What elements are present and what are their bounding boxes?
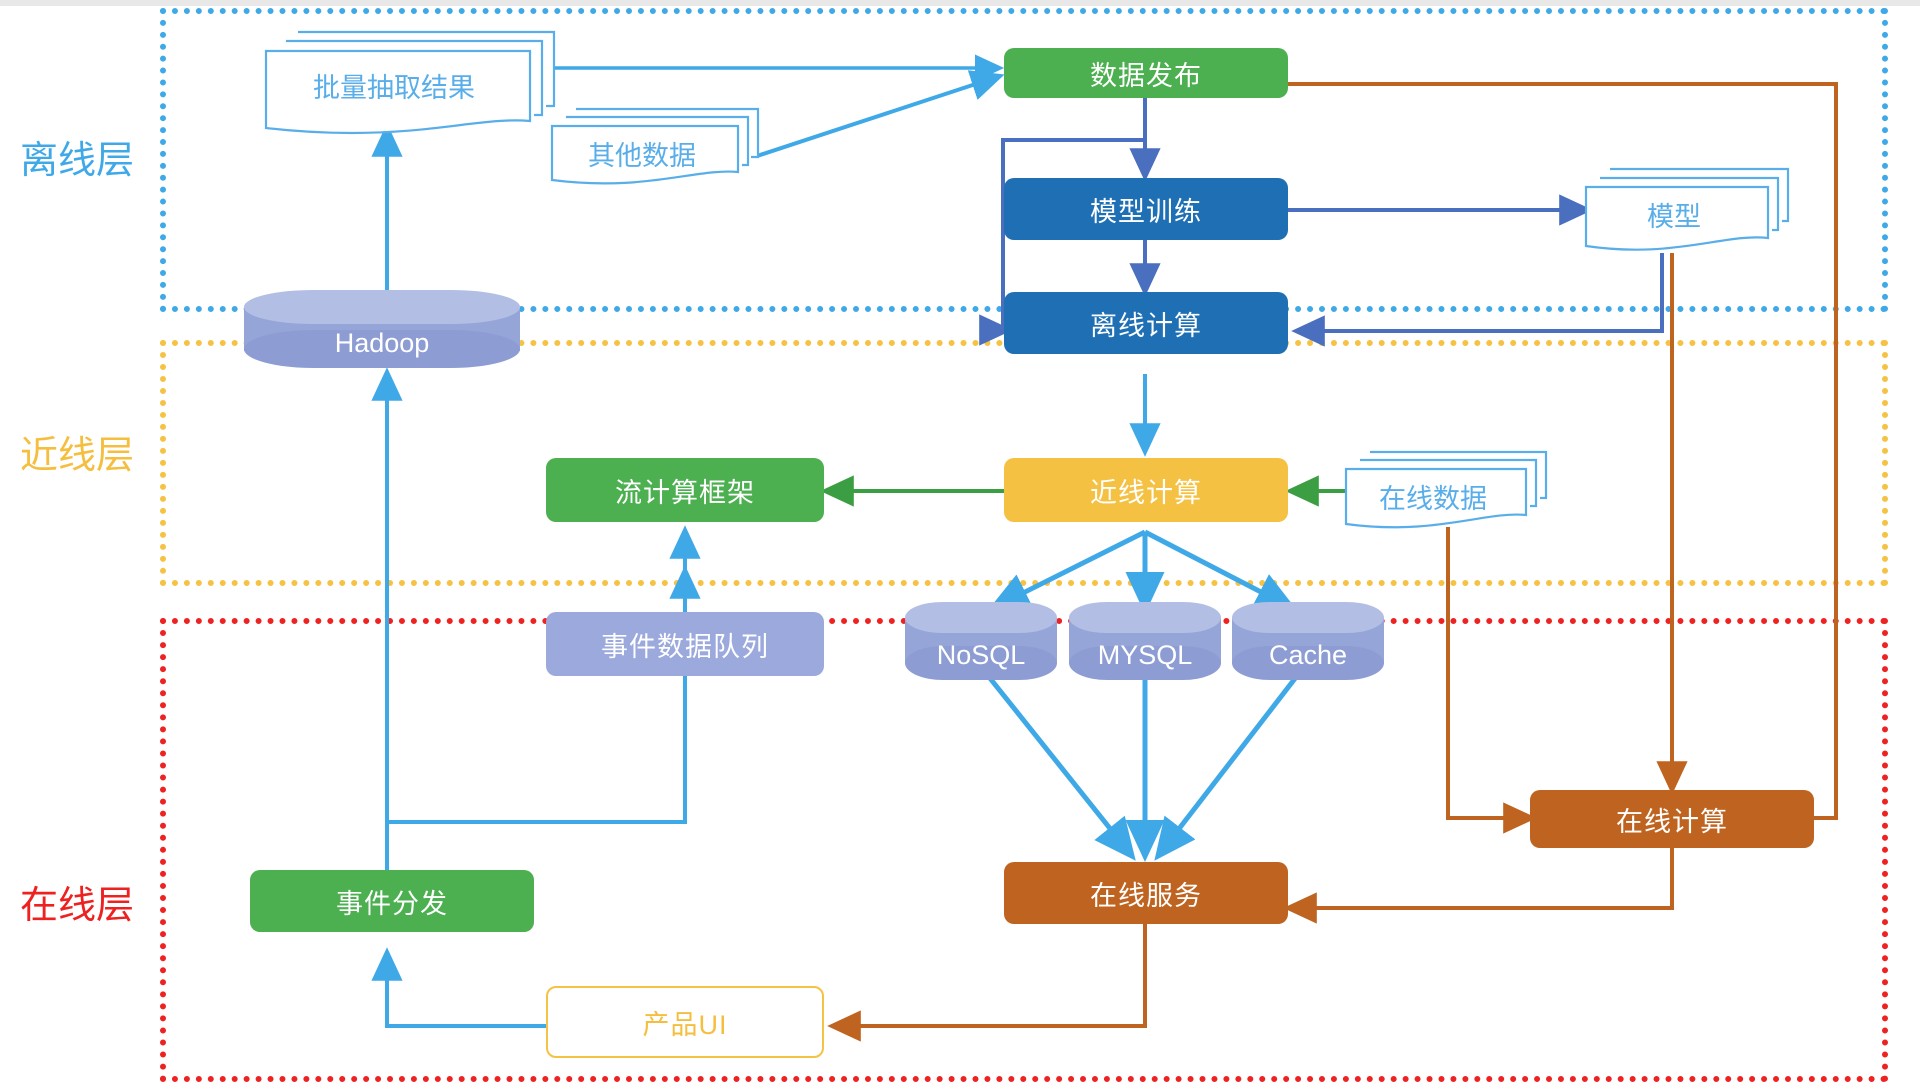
cylinder-hadoop-bottom — [244, 330, 520, 368]
cylinder-cache-top — [1232, 602, 1384, 633]
node-nearline-compute[interactable]: 近线计算 — [1004, 458, 1288, 522]
cylinder-nosql[interactable]: NoSQL — [905, 602, 1057, 680]
doc-label-batch-extract-result: 批量抽取结果 — [313, 73, 475, 103]
node-data-publish[interactable]: 数据发布 — [1004, 48, 1288, 98]
doc-label-online-data: 在线数据 — [1379, 484, 1487, 514]
layer-label-nearline: 近线层 — [20, 435, 135, 477]
cylinder-cache-bottom — [1232, 646, 1384, 680]
cylinder-hadoop-top — [244, 290, 520, 324]
window-titlebar-strip — [0, 0, 1920, 6]
layer-label-offline: 离线层 — [20, 140, 135, 182]
doc-other-data: 其他数据 — [546, 100, 766, 196]
doc-online-data: 在线数据 — [1340, 442, 1555, 542]
cylinder-hadoop-label: Hadoop — [334, 328, 430, 358]
cylinder-nosql-label: NoSQL — [936, 640, 1026, 670]
cylinder-mysql-bottom — [1069, 646, 1221, 680]
doc-label-other-data: 其他数据 — [588, 141, 696, 171]
node-online-service[interactable]: 在线服务 — [1004, 862, 1288, 924]
layer-label-online: 在线层 — [20, 885, 135, 927]
cylinder-mysql-top — [1069, 602, 1221, 633]
cylinder-nosql-bottom — [905, 646, 1057, 680]
node-event-data-queue[interactable]: 事件数据队列 — [546, 612, 824, 676]
cylinder-mysql[interactable]: MYSQL — [1069, 602, 1221, 680]
node-model-training[interactable]: 模型训练 — [1004, 178, 1288, 240]
node-offline-compute[interactable]: 离线计算 — [1004, 292, 1288, 354]
node-online-compute[interactable]: 在线计算 — [1530, 790, 1814, 848]
cylinder-nosql-top — [905, 602, 1057, 633]
cylinder-cache[interactable]: Cache — [1232, 602, 1384, 680]
cylinder-hadoop[interactable]: Hadoop — [244, 290, 520, 368]
doc-label-model: 模型 — [1647, 202, 1701, 232]
node-product-ui[interactable]: 产品UI — [546, 986, 824, 1058]
node-stream-framework[interactable]: 流计算框架 — [546, 458, 824, 522]
cylinder-mysql-label: MYSQL — [1097, 640, 1193, 670]
node-event-dispatch[interactable]: 事件分发 — [250, 870, 534, 932]
layer-frame-online — [160, 618, 1888, 1082]
doc-batch-extract-result: 批量抽取结果 — [258, 20, 558, 140]
doc-model: 模型 — [1580, 158, 1800, 268]
cylinder-cache-label: Cache — [1268, 640, 1348, 670]
